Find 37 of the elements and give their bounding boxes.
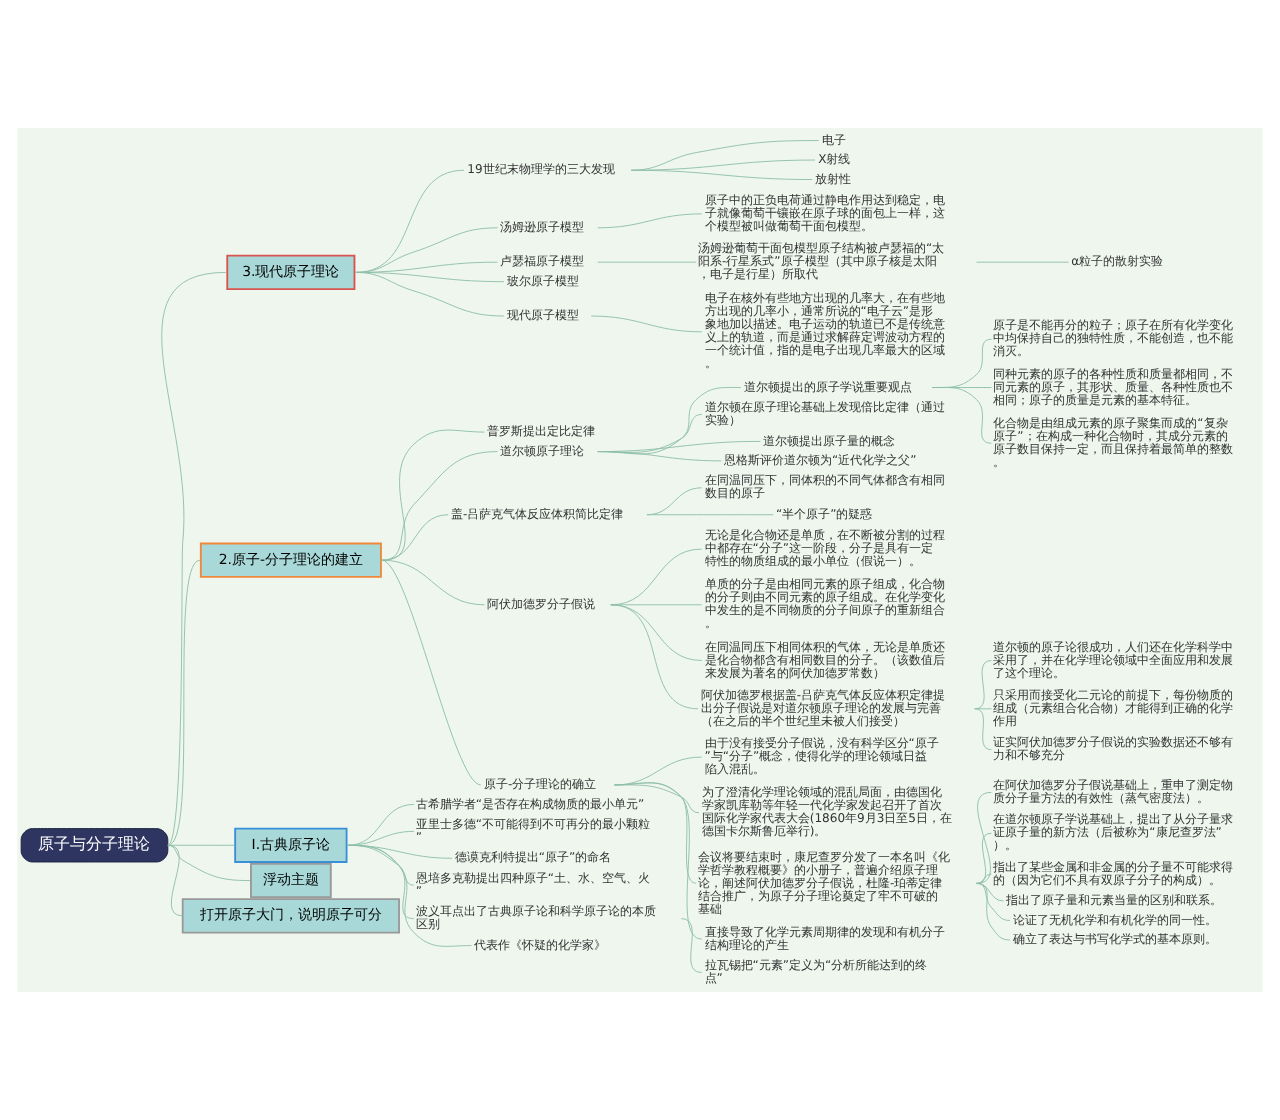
connector	[610, 604, 699, 710]
connector	[630, 140, 820, 171]
connector	[597, 261, 697, 263]
connector	[347, 844, 472, 947]
connector	[976, 832, 992, 884]
connector	[381, 451, 498, 561]
connector	[381, 559, 482, 786]
connector	[381, 514, 449, 561]
connector	[590, 315, 703, 333]
connector	[167, 844, 184, 917]
connector	[976, 791, 992, 884]
connector	[976, 261, 1069, 263]
connector	[614, 782, 703, 940]
connector	[347, 830, 415, 846]
connector	[976, 873, 992, 884]
connector	[646, 514, 774, 516]
connector	[381, 559, 485, 606]
connector	[630, 169, 813, 180]
connector	[355, 271, 505, 317]
connector	[167, 844, 235, 846]
connector	[610, 548, 703, 606]
connector	[614, 784, 700, 814]
connector	[614, 782, 697, 884]
connector	[597, 451, 722, 462]
connector	[381, 429, 485, 561]
connector	[976, 882, 1011, 941]
connector	[355, 169, 465, 273]
connector	[167, 844, 251, 882]
connector	[610, 604, 703, 661]
connector	[610, 604, 703, 606]
connector	[931, 386, 992, 444]
connector	[161, 271, 227, 846]
connector	[597, 213, 703, 229]
connector	[680, 918, 703, 973]
connector	[167, 559, 201, 846]
connector	[976, 882, 1011, 921]
connector	[347, 803, 415, 846]
